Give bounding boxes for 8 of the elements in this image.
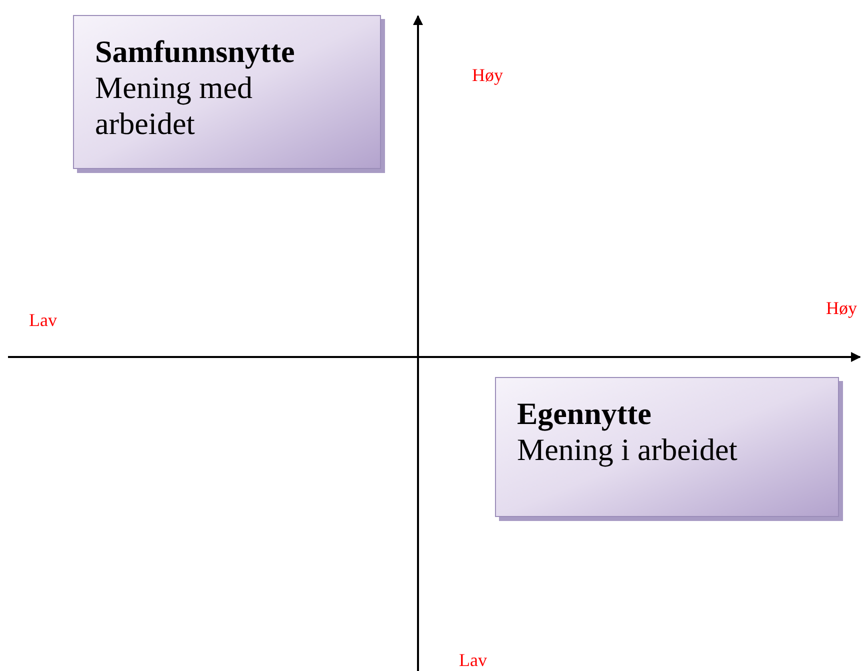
axis-label: Høy — [472, 64, 503, 86]
axis-label: Lav — [29, 309, 57, 331]
box-text: Mening i arbeidet — [517, 432, 738, 468]
box-text: Mening med arbeidet — [95, 70, 254, 142]
box-heading: Samfunnsnytte — [95, 34, 296, 70]
box-heading: Egennytte — [517, 396, 652, 432]
axis-label: Lav — [459, 649, 487, 671]
axis-label: Høy — [826, 297, 857, 319]
